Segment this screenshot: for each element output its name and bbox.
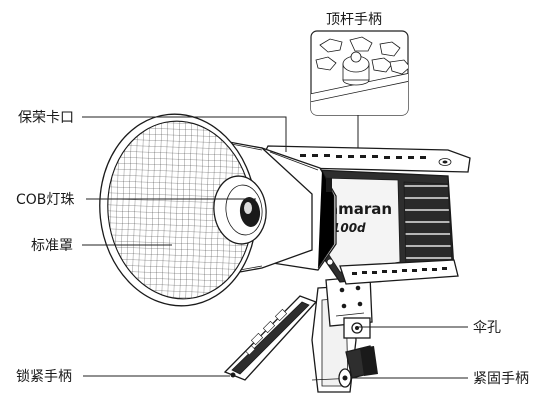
label-mount: 保荣卡口: [18, 110, 74, 126]
top-handle-inset: [310, 30, 409, 116]
stand-yoke: [223, 275, 378, 393]
label-cob: COB灯珠: [16, 192, 74, 208]
label-top-handle: 顶杆手柄: [326, 12, 382, 28]
model-logo: 100d: [332, 221, 366, 235]
reflector-assembly: [99, 113, 337, 307]
brand-logo: amaran: [328, 200, 392, 218]
label-lock-handle: 锁紧手柄: [16, 369, 72, 385]
lamp-body: amaran 100d: [261, 145, 471, 285]
label-tight-handle: 紧固手柄: [473, 371, 529, 387]
mount-leader: [82, 116, 287, 152]
label-reflector: 标准罩: [31, 238, 73, 254]
label-umbrella-hole: 伞孔: [473, 319, 501, 336]
